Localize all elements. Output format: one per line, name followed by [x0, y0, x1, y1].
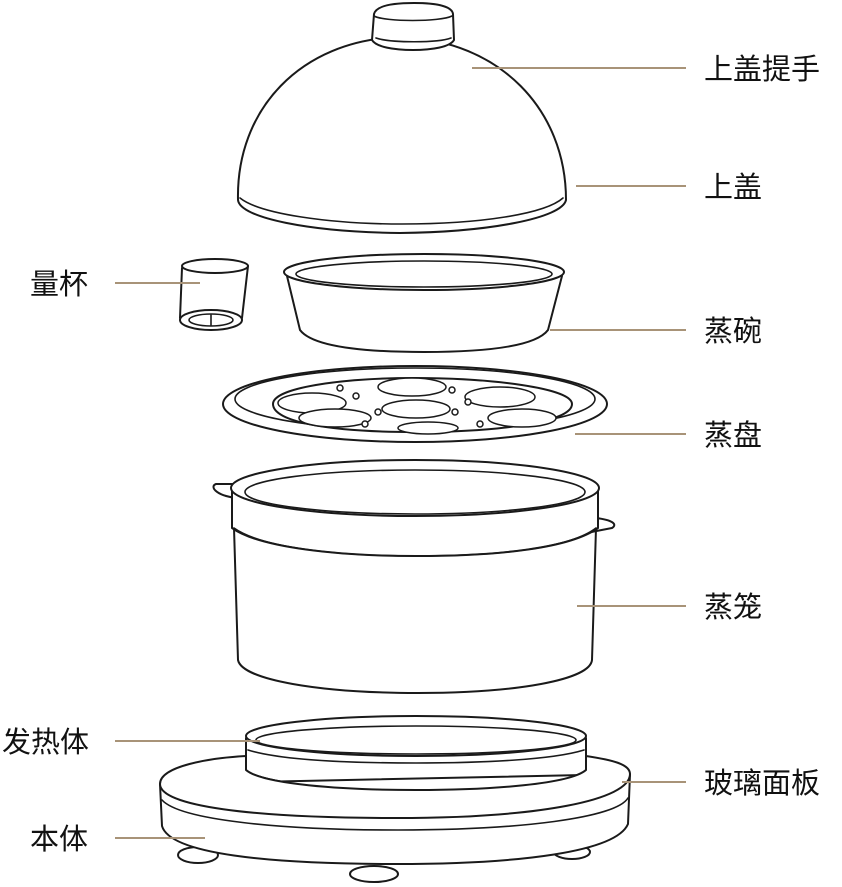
steamer-basket: [212, 459, 616, 694]
label-heating-element: 发热体: [2, 725, 89, 759]
lid: [236, 36, 567, 234]
label-glass-panel: 玻璃面板: [704, 766, 820, 800]
base-body: [159, 755, 631, 883]
label-lid: 上盖: [704, 170, 762, 204]
steam-bowl: [283, 253, 565, 353]
part-labels: 上盖提手 上盖 量杯 蒸碗 蒸盘 蒸笼 发热体 玻璃面板 本体: [2, 52, 820, 856]
label-base-body: 本体: [30, 822, 88, 856]
lid-handle: [371, 2, 455, 51]
steam-tray: [222, 365, 608, 443]
label-steamer-basket: 蒸笼: [704, 590, 762, 624]
label-steam-tray: 蒸盘: [704, 418, 762, 452]
leader-lines: [115, 67, 686, 839]
measuring-cup: [179, 258, 249, 331]
label-steam-bowl: 蒸碗: [704, 314, 762, 348]
label-measuring-cup: 量杯: [30, 267, 88, 301]
egg-holes: [277, 377, 557, 435]
label-lid-handle: 上盖提手: [704, 52, 820, 86]
